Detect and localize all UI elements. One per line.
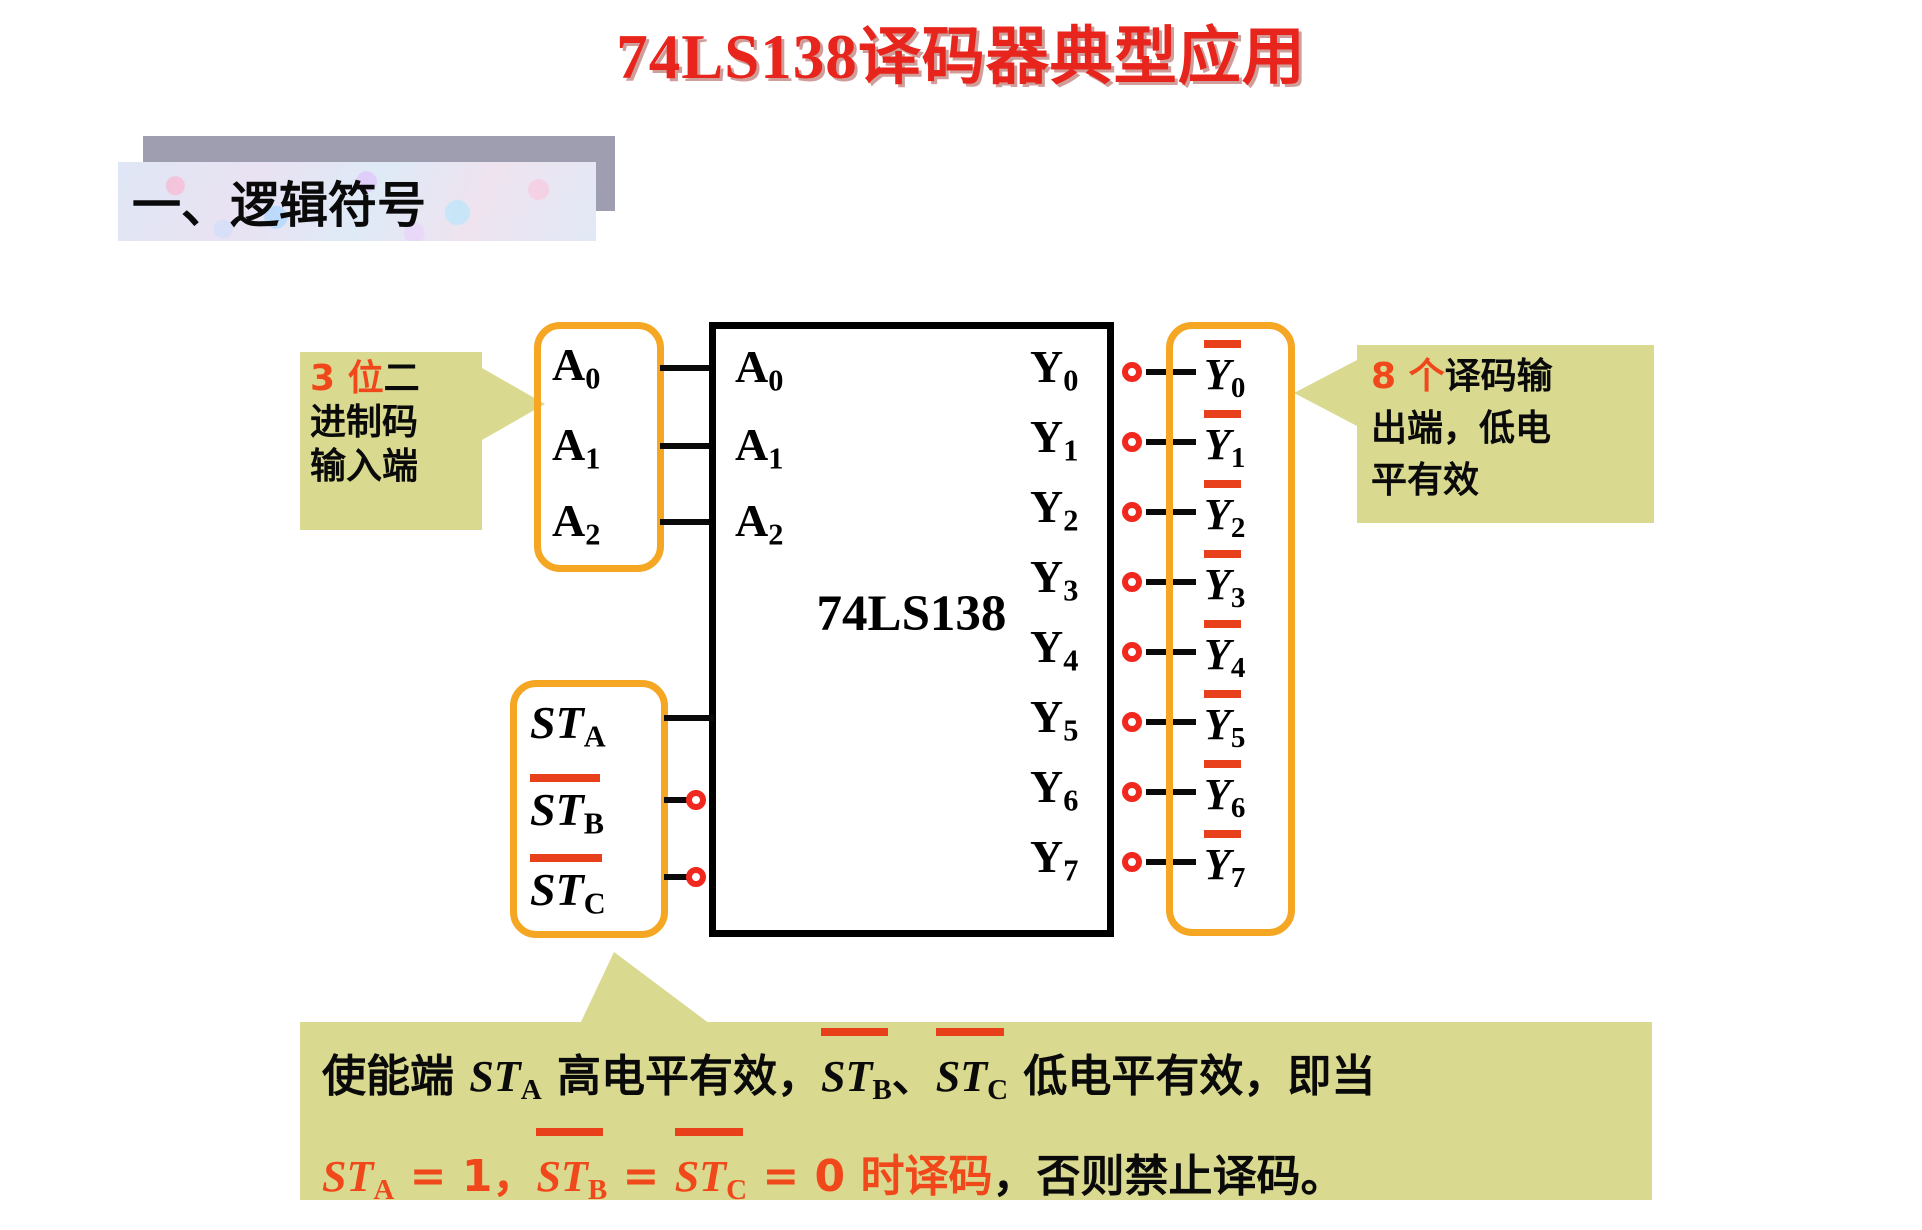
chip-pin-a0: A0 bbox=[735, 341, 784, 398]
input-box-label-a2: A2 bbox=[552, 495, 601, 552]
chip-pin-y3: Y3 bbox=[1030, 551, 1079, 608]
callout-enable-description: 使能端 STA 高电平有效，STB、STC 低电平有效，即当 STA = 1，S… bbox=[300, 1022, 1652, 1206]
wire-enable-st-c bbox=[664, 874, 698, 880]
callout-left-line2: 进制码 bbox=[310, 402, 419, 443]
input-box-label-a1: A1 bbox=[552, 419, 601, 476]
callout-right-line3: 平有效 bbox=[1371, 460, 1480, 501]
callout-left-accent: 3 位 bbox=[310, 358, 384, 399]
chip-pin-a2: A2 bbox=[735, 495, 784, 552]
callout-input-description: 3 位二 进制码 输入端 bbox=[300, 352, 482, 530]
callout-right-line2: 出端，低电 bbox=[1371, 408, 1552, 449]
callout-left-rest: 二 bbox=[383, 358, 420, 399]
chip-pin-a1: A1 bbox=[735, 419, 784, 476]
callout-left-line3: 输入端 bbox=[310, 446, 419, 487]
section-heading-label: 一、逻辑符号 bbox=[132, 177, 427, 234]
callout-bottom-arrow-icon bbox=[580, 952, 710, 1024]
output-box-label-y6: Y6 bbox=[1204, 760, 1245, 825]
inversion-bubble-y1-icon bbox=[1122, 432, 1142, 452]
output-box-label-y1: Y1 bbox=[1204, 410, 1245, 475]
wire-input-a0 bbox=[660, 365, 714, 371]
chip-pin-y4: Y4 bbox=[1030, 621, 1079, 678]
output-box-label-y2: Y2 bbox=[1204, 480, 1245, 545]
inversion-bubble-y7-icon bbox=[1122, 852, 1142, 872]
page-title: 74LS138译码器典型应用 bbox=[616, 22, 1306, 92]
enable-label-st-a: STA bbox=[530, 697, 606, 754]
chip-body bbox=[709, 322, 1114, 937]
enable-label-frame bbox=[510, 680, 668, 938]
inversion-bubble-y6-icon bbox=[1122, 782, 1142, 802]
output-box-label-y5: Y5 bbox=[1204, 690, 1245, 755]
inversion-bubble-y0-icon bbox=[1122, 362, 1142, 382]
inversion-bubble-st-c-icon bbox=[686, 867, 706, 887]
chip-pin-y6: Y6 bbox=[1030, 761, 1079, 818]
input-box-label-a0: A0 bbox=[552, 339, 601, 396]
output-box-label-y7: Y7 bbox=[1204, 830, 1245, 895]
enable-label-st-b: STB bbox=[530, 774, 604, 842]
inversion-bubble-y2-icon bbox=[1122, 502, 1142, 522]
inversion-bubble-y4-icon bbox=[1122, 642, 1142, 662]
inversion-bubble-y3-icon bbox=[1122, 572, 1142, 592]
section-heading-band bbox=[118, 162, 596, 241]
enable-label-st-c: STC bbox=[530, 854, 606, 922]
wire-enable-st-a bbox=[664, 715, 714, 721]
slide-canvas: 74LS138译码器典型应用 一、逻辑符号 3 位二 进制码 输入端 8 个译码… bbox=[118, 22, 1654, 1206]
output-box-label-y0: Y0 bbox=[1204, 340, 1245, 405]
callout-right-arrow-icon bbox=[1294, 360, 1357, 426]
output-box-label-y4: Y4 bbox=[1204, 620, 1245, 685]
chip-pin-y5: Y5 bbox=[1030, 691, 1079, 748]
wire-input-a1 bbox=[660, 443, 714, 449]
callout-bottom-line2: STA = 1，STB = STC = 0 时译码，否则禁止译码。 bbox=[322, 1128, 1652, 1230]
wire-input-a2 bbox=[660, 519, 714, 525]
wire-enable-st-b bbox=[664, 797, 698, 803]
output-box-label-y3: Y3 bbox=[1204, 550, 1245, 615]
callout-right-rest: 译码输 bbox=[1444, 356, 1553, 397]
chip-pin-y7: Y7 bbox=[1030, 831, 1079, 888]
chip-pin-y1: Y1 bbox=[1030, 411, 1079, 468]
chip-name-label: 74LS138 bbox=[816, 586, 1007, 642]
callout-bottom-line1: 使能端 STA 高电平有效，STB、STC 低电平有效，即当 bbox=[322, 1028, 1652, 1130]
inversion-bubble-st-b-icon bbox=[686, 790, 706, 810]
output-label-frame bbox=[1166, 322, 1295, 936]
chip-pin-y2: Y2 bbox=[1030, 481, 1079, 538]
callout-right-accent: 8 个 bbox=[1371, 356, 1445, 397]
section-heading: 一、逻辑符号 bbox=[118, 136, 615, 241]
inversion-bubble-y5-icon bbox=[1122, 712, 1142, 732]
chip-pin-y0: Y0 bbox=[1030, 341, 1079, 398]
callout-output-description: 8 个译码输 出端，低电 平有效 bbox=[1357, 345, 1654, 523]
